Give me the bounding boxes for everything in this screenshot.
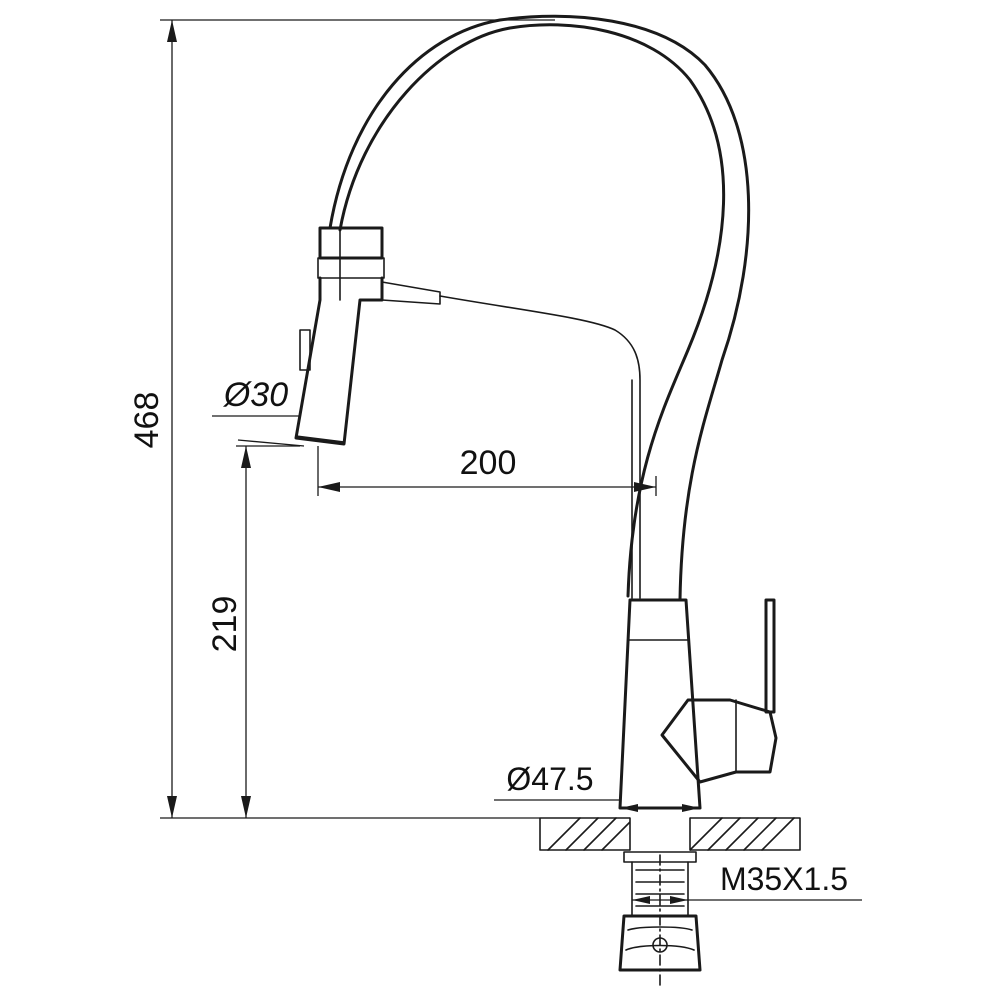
arrow-200-left <box>318 482 340 492</box>
shank-sides <box>631 861 689 917</box>
arrow-bottom <box>167 796 177 818</box>
arrow-47-right <box>682 804 700 812</box>
spout-outer-contour <box>338 23 726 598</box>
label-base-diameter: Ø47.5 <box>506 761 593 797</box>
spray-head-body <box>294 276 384 446</box>
dimension-reach: 200 <box>317 444 657 496</box>
mounting-nut <box>618 914 702 972</box>
spray-button <box>299 329 311 371</box>
faucet-base-body <box>618 598 702 810</box>
spray-head-top <box>318 226 384 260</box>
hose-line <box>439 295 641 599</box>
spout-inner-contour <box>328 14 751 602</box>
countertop <box>539 816 801 852</box>
spray-head-ring <box>317 257 385 279</box>
arrow-200-right <box>634 482 656 492</box>
arrow-219-bottom <box>241 796 251 818</box>
threaded-shank <box>618 851 702 986</box>
arrow-47-left <box>620 804 638 812</box>
countertop-hatching <box>547 817 795 851</box>
dimension-total-height: 468 <box>128 19 555 819</box>
faucet-outline <box>294 14 801 986</box>
label-thread: M35X1.5 <box>720 861 848 897</box>
leader-30-b <box>237 439 305 447</box>
label-total-height: 468 <box>128 392 166 449</box>
label-spout-height: 219 <box>206 596 244 653</box>
spray-head-face <box>295 435 345 443</box>
dimension-thread: M35X1.5 <box>632 861 862 904</box>
arrow-thread-right <box>670 896 688 904</box>
dimension-spray-diameter: Ø30 <box>212 376 305 447</box>
label-spray-diameter: Ø30 <box>223 376 288 414</box>
lever-handle <box>764 598 776 714</box>
hose-connector <box>381 281 441 305</box>
handle-hub <box>660 698 778 784</box>
arrow-219-top <box>241 446 251 468</box>
arrow-top <box>167 20 177 42</box>
label-reach: 200 <box>460 444 517 482</box>
arrow-thread-left <box>632 896 650 904</box>
dimension-base-diameter: Ø47.5 <box>494 761 700 812</box>
dimension-spout-height: 219 <box>206 445 300 818</box>
